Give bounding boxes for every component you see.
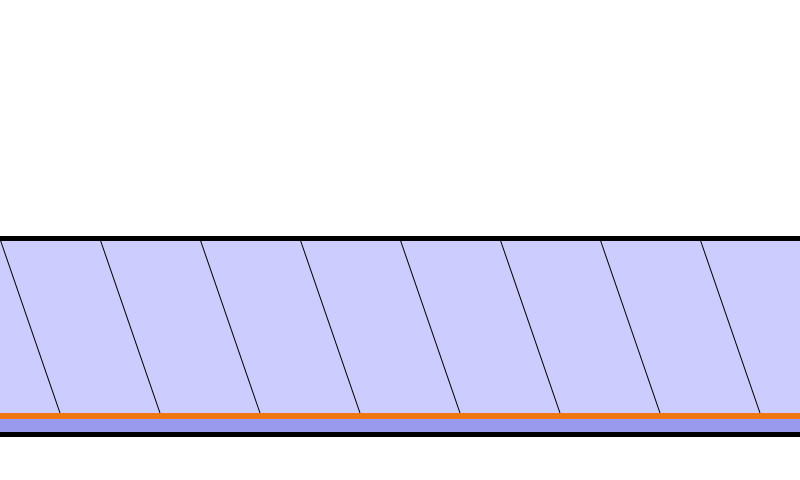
diagonal-line xyxy=(699,238,761,414)
diagonal-line xyxy=(399,238,461,414)
main-fill-region xyxy=(0,239,800,414)
diagonal-line xyxy=(499,238,561,414)
diagonal-line xyxy=(599,238,661,414)
diagonal-line xyxy=(299,238,361,414)
diagonal-lines-group xyxy=(0,238,761,414)
diagonal-line xyxy=(0,238,61,414)
lower-fill-region xyxy=(0,419,800,432)
bottom-border xyxy=(0,432,800,437)
diagonal-line xyxy=(199,238,261,414)
top-border xyxy=(0,236,800,241)
diagonal-line xyxy=(99,238,161,414)
accent-stripe xyxy=(0,413,800,419)
